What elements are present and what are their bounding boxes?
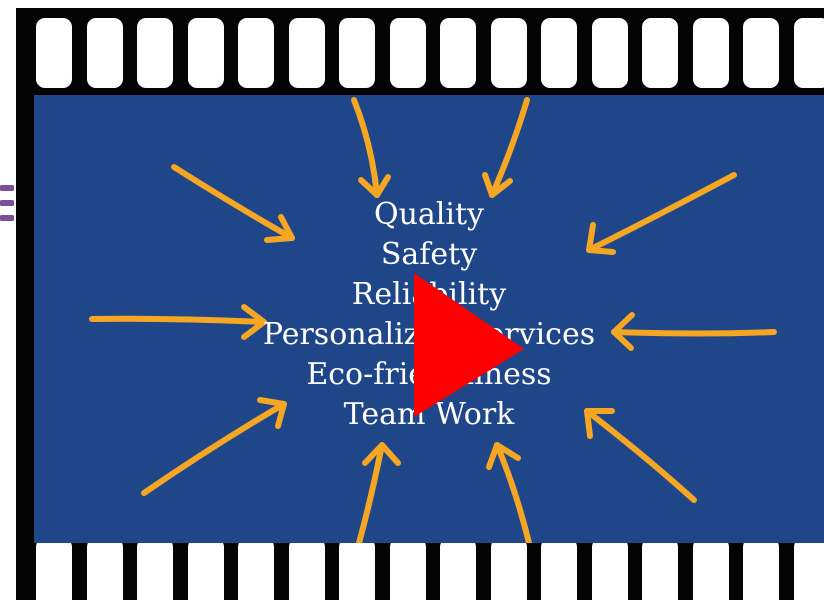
arrow-icon (351, 97, 391, 198)
film-hole (86, 18, 123, 88)
film-hole (339, 18, 375, 88)
value-safety: Safety (380, 237, 478, 272)
film-hole (642, 18, 678, 88)
film-hole (692, 538, 729, 600)
film-hole (288, 538, 325, 600)
film-hole (541, 538, 577, 600)
arrow-icon (141, 397, 287, 496)
arrow-icon (611, 312, 777, 351)
video-thumbnail[interactable]: Quality Safety Reliability Personalized … (16, 8, 824, 600)
film-hole (187, 538, 224, 600)
film-hole (137, 538, 173, 600)
film-hole (793, 18, 824, 88)
hamburger-menu-icon[interactable] (0, 185, 16, 241)
film-hole (642, 538, 678, 600)
arrow-icon (89, 304, 267, 340)
video-frame: Quality Safety Reliability Personalized … (34, 95, 824, 543)
film-hole (541, 18, 577, 88)
film-hole (238, 18, 274, 88)
arrow-icon (171, 164, 295, 243)
film-hole (490, 18, 527, 88)
film-hole (793, 538, 824, 600)
arrow-icon (356, 442, 401, 543)
film-perforations-bottom (16, 538, 824, 600)
film-hole (591, 538, 628, 600)
film-hole (692, 18, 729, 88)
film-hole (86, 538, 123, 600)
value-quality: Quality (374, 197, 484, 232)
arrow-icon (486, 442, 532, 543)
film-hole (490, 538, 527, 600)
film-hole (389, 538, 426, 600)
film-hole (591, 18, 628, 88)
film-hole (187, 18, 224, 88)
arrows-graphic (89, 97, 777, 543)
arrow-icon (584, 408, 697, 503)
film-hole (743, 18, 779, 88)
film-hole (36, 538, 72, 600)
play-button[interactable] (414, 271, 524, 421)
film-hole (440, 538, 476, 600)
film-hole (440, 18, 476, 88)
film-hole (389, 18, 426, 88)
film-hole (743, 538, 779, 600)
film-hole (137, 18, 173, 88)
film-hole (288, 18, 325, 88)
film-perforations-top (16, 18, 824, 88)
play-icon (414, 273, 524, 417)
film-hole (339, 538, 375, 600)
film-hole (36, 18, 72, 88)
arrow-icon (482, 97, 530, 198)
film-hole (238, 538, 274, 600)
arrow-icon (586, 172, 737, 255)
